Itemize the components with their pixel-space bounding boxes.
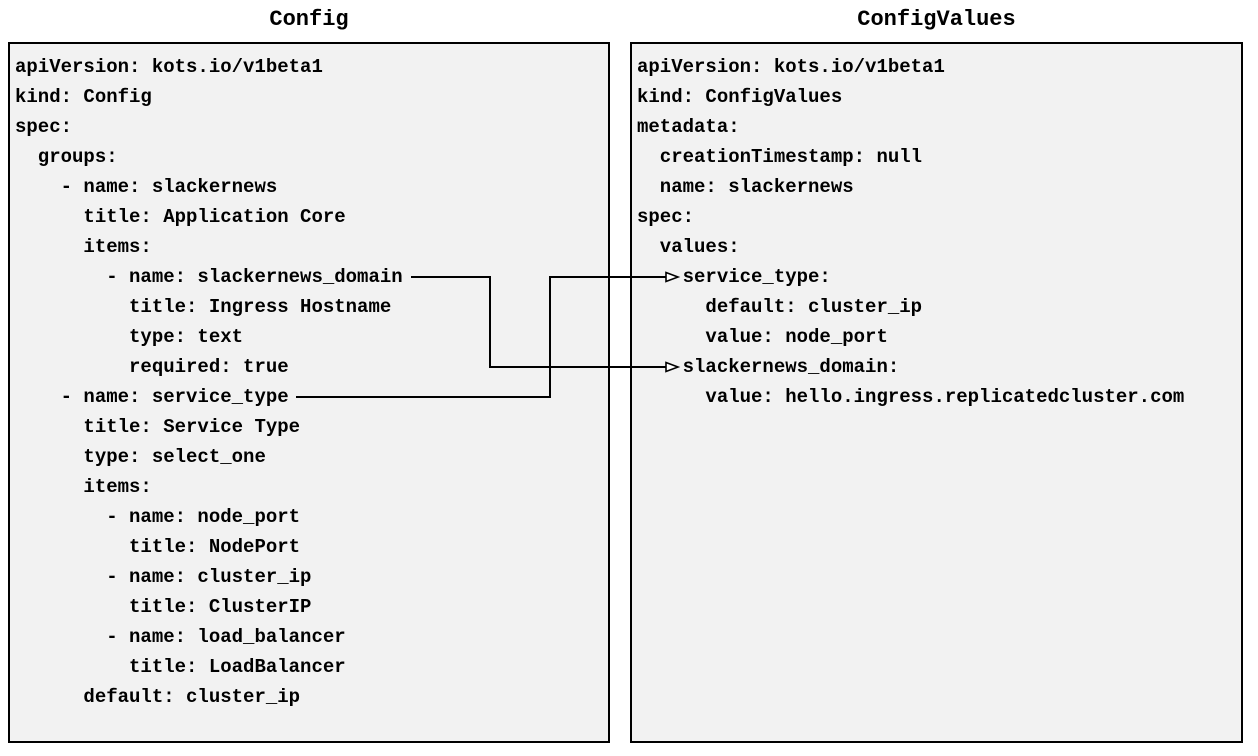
configvalues-yaml-code: apiVersion: kots.io/v1beta1 kind: Config… [637,56,1185,408]
config-title: Config [269,7,349,32]
configvalues-panel: apiVersion: kots.io/v1beta1 kind: Config… [630,42,1243,743]
config-yaml-code: apiVersion: kots.io/v1beta1 kind: Config… [15,56,403,708]
configvalues-title: ConfigValues [857,7,1016,32]
config-panel: apiVersion: kots.io/v1beta1 kind: Config… [8,42,610,743]
